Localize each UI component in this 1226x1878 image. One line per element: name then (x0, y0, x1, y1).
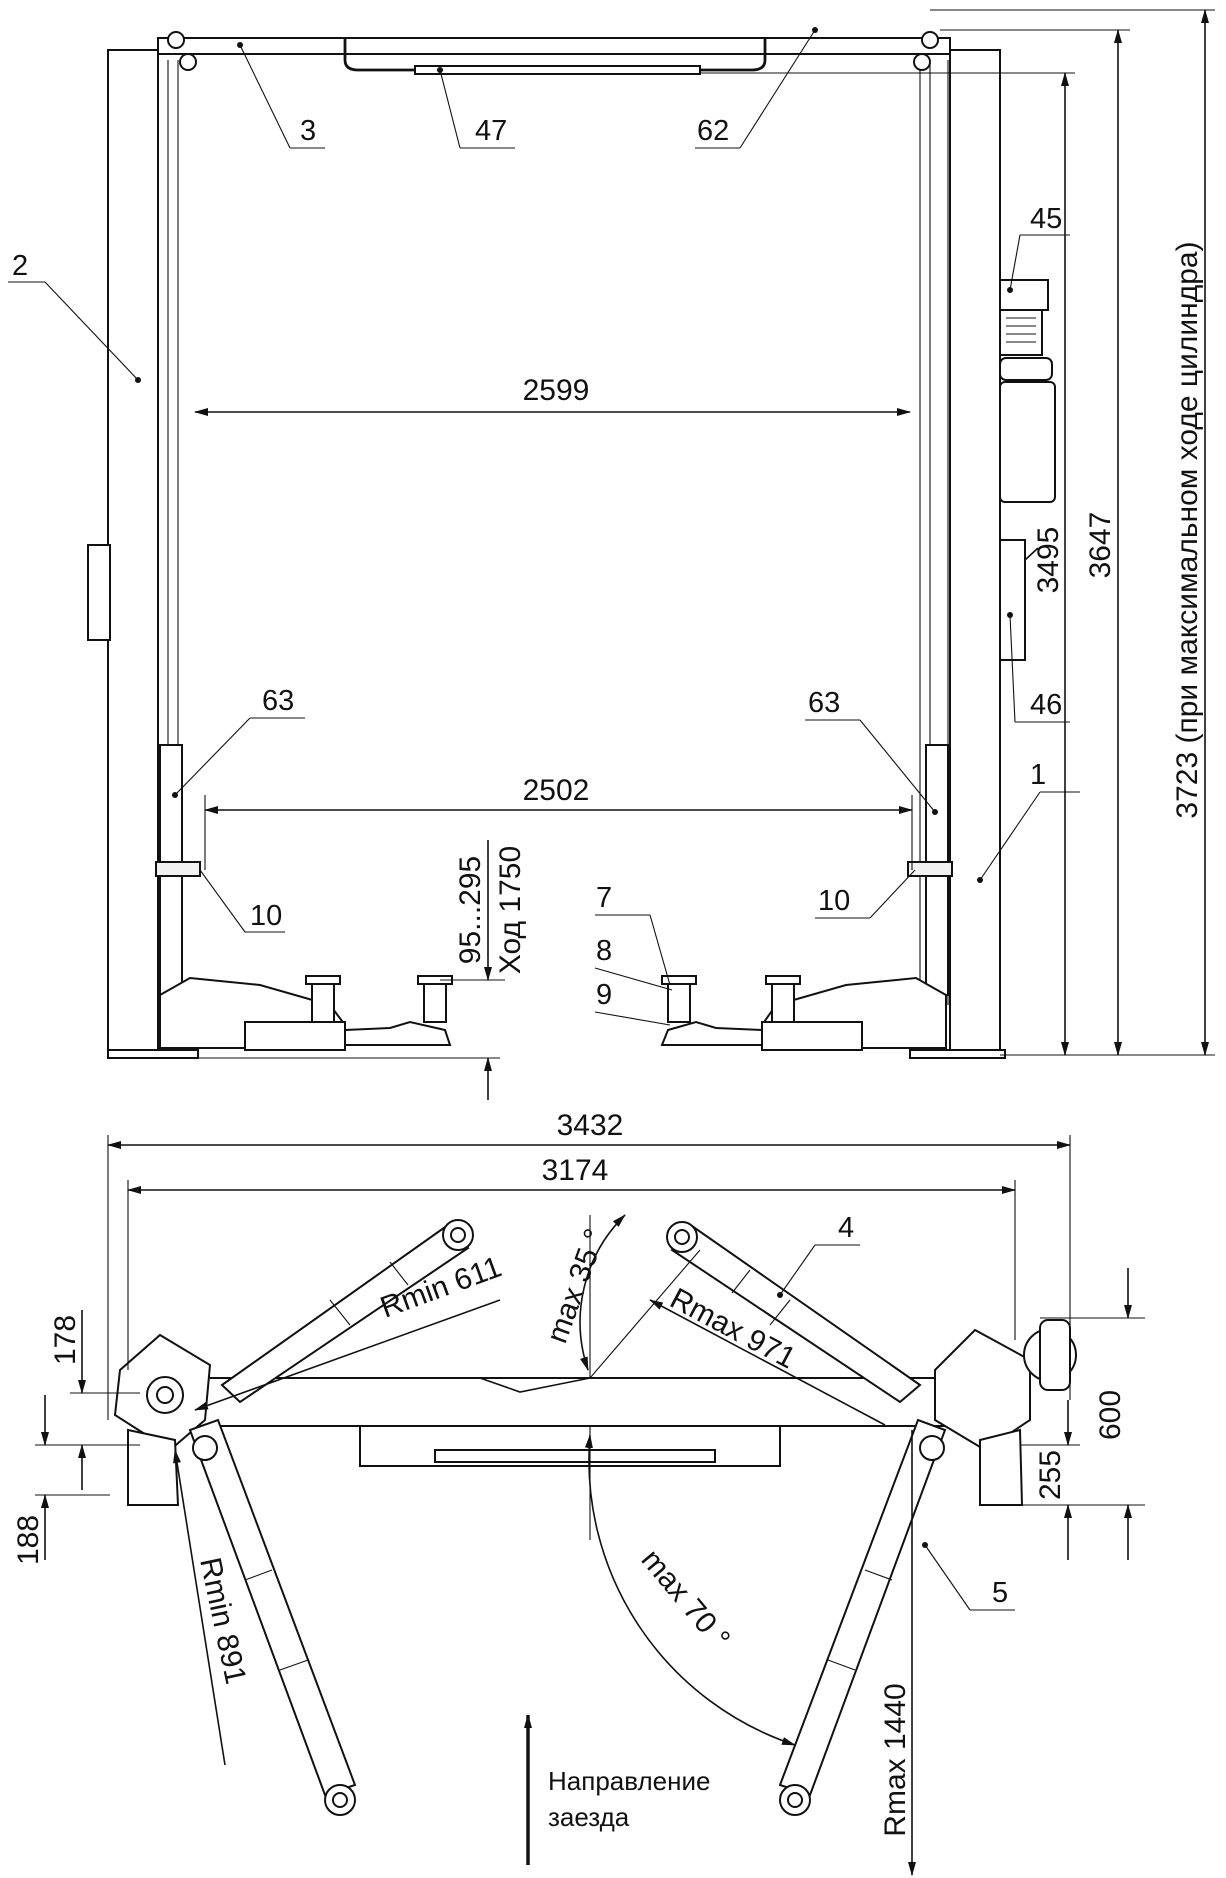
label-10-left: 10 (250, 900, 282, 932)
dimension-2502: 2502 (204, 774, 913, 870)
label-1: 1 (1030, 759, 1046, 791)
dimension-3495: 3495 (700, 72, 1075, 1056)
dim-3647-label: 3647 (1084, 512, 1117, 579)
label-46: 46 (1030, 689, 1062, 721)
direction-label-line1: Направление (548, 1766, 710, 1796)
label-45: 45 (1030, 203, 1062, 235)
dim-600-label: 600 (1094, 1390, 1127, 1440)
label-63-left: 63 (262, 685, 294, 717)
top-crossbeam (157, 31, 951, 75)
power-unit (999, 279, 1056, 503)
dim-3432-label: 3432 (557, 1109, 624, 1142)
dim-2599-label: 2599 (523, 374, 590, 407)
rmax-1440-label: Rmax 1440 (879, 1683, 912, 1836)
direction-label-line2: заезда (548, 1802, 630, 1832)
crossbeam-plan (189, 1377, 951, 1467)
right-post (907, 49, 1001, 1056)
arm-upper-right (666, 1221, 922, 1404)
label-47: 47 (475, 115, 507, 147)
dimension-188: 188 (12, 1395, 110, 1565)
label-8: 8 (596, 935, 612, 967)
right-post-plan (934, 1319, 1077, 1506)
dimension-3647: 3647 (940, 29, 1130, 1056)
arm-upper-left (220, 1219, 474, 1404)
dimension-178: 178 (49, 1310, 140, 1490)
label-9: 9 (596, 979, 612, 1011)
top-callouts: 4 5 (777, 1212, 1015, 1611)
dim-255-label: 255 (1034, 1450, 1067, 1500)
top-view: 3432 3174 178 188 60 (12, 1109, 1145, 1876)
dim-3495-label: 3495 (1032, 527, 1065, 594)
front-view: 2599 2502 3495 3647 3723 (при максимальн… (8, 8, 1215, 1100)
label-62: 62 (697, 115, 729, 147)
dimension-stroke: 95...295 Ход 1750 (440, 840, 527, 1100)
dim-3723-label: 3723 (при максимальном ходе цилиндра) (1171, 241, 1204, 818)
dim-95-295-label: 95...295 (454, 856, 487, 964)
dimension-255: 255 (1020, 1400, 1080, 1560)
label-2: 2 (12, 250, 28, 282)
dimension-3723: 3723 (при максимальном ходе цилиндра) (930, 8, 1215, 1056)
dim-2502-label: 2502 (523, 774, 590, 807)
dimension-3432: 3432 (107, 1109, 1071, 1420)
arm-lower-right (778, 1418, 947, 1816)
dim-178-label: 178 (49, 1315, 82, 1365)
max35-label: max 35 ° (541, 1225, 613, 1348)
label-5: 5 (992, 1577, 1008, 1609)
label-63-right: 63 (808, 687, 840, 719)
angle-max70: max 70 ° (584, 1426, 796, 1746)
label-7: 7 (596, 882, 612, 914)
dimension-600: 600 (1020, 1268, 1145, 1560)
label-4: 4 (838, 1212, 854, 1244)
radius-rmax-1440: Rmax 1440 (879, 1430, 916, 1876)
right-carriage (660, 975, 1006, 1059)
direction-arrow: Направление заезда (524, 1714, 710, 1865)
dim-stroke-label: Ход 1750 (494, 846, 527, 974)
max70-label: max 70 ° (635, 1543, 737, 1655)
label-3: 3 (300, 115, 316, 147)
dimension-2599: 2599 (194, 374, 911, 416)
dim-3174-label: 3174 (542, 1154, 609, 1187)
left-post-plan (113, 1333, 212, 1506)
left-post (87, 49, 201, 1056)
dim-188-label: 188 (12, 1515, 45, 1565)
label-10-right: 10 (818, 885, 850, 917)
front-callouts: 2 3 47 62 45 46 63 (8, 27, 1080, 1026)
arm-lower-left (188, 1418, 357, 1816)
dimension-3174: 3174 (127, 1154, 1016, 1370)
